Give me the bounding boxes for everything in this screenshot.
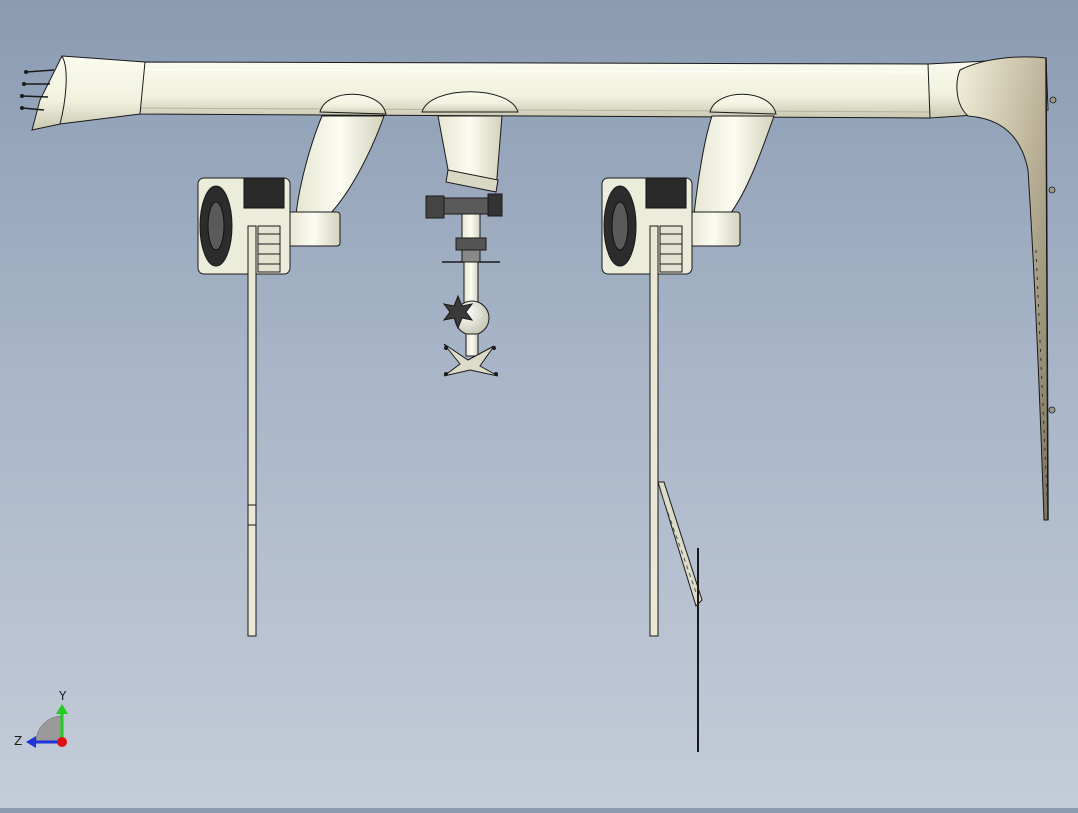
main-beam[interactable] xyxy=(139,61,931,119)
right-motor-unit[interactable] xyxy=(601,177,693,275)
x-axis-origin-dot xyxy=(57,737,67,747)
z-axis-label: Z xyxy=(14,734,22,748)
right-hanger-arm[interactable] xyxy=(687,93,777,247)
left-motor-unit[interactable] xyxy=(197,177,291,275)
diagonal-brace[interactable] xyxy=(657,481,703,607)
clamp-knob-upper[interactable] xyxy=(425,193,503,219)
z-axis-arrowhead xyxy=(26,736,36,748)
coordinate-triad: Y Z xyxy=(14,689,68,748)
left-vertical-rod[interactable] xyxy=(247,225,257,637)
y-axis-arrowhead xyxy=(56,704,68,714)
left-end-cap[interactable] xyxy=(20,55,146,131)
clamp-collar[interactable] xyxy=(442,237,500,263)
y-axis-label: Y xyxy=(58,689,67,703)
center-mount[interactable] xyxy=(421,91,519,377)
star-knob[interactable] xyxy=(442,294,474,330)
left-hanger-arm[interactable] xyxy=(287,93,387,247)
mounting-plate[interactable] xyxy=(443,343,499,377)
right-corner-leg[interactable] xyxy=(927,56,1057,521)
right-vertical-rod[interactable] xyxy=(649,225,659,637)
